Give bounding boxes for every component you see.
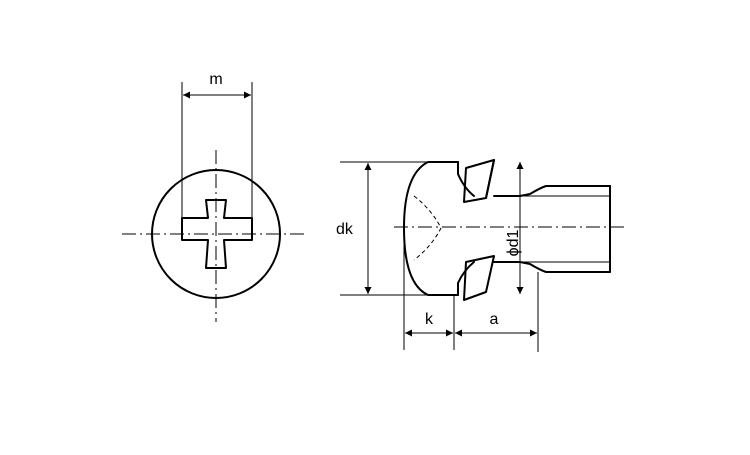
recess-hidden-line <box>413 195 442 261</box>
dk-label: dk <box>336 221 354 238</box>
lower-washer <box>463 255 495 301</box>
a-label: a <box>490 311 499 328</box>
side-view: dk ϕd1 k a <box>336 159 628 352</box>
top-view: m <box>122 71 308 322</box>
m-label: m <box>209 71 222 88</box>
neck-lower <box>457 261 475 296</box>
shank-upper-edge <box>493 185 611 197</box>
k-label: k <box>425 311 434 328</box>
phillips-recess <box>181 199 253 269</box>
shank-lower-edge <box>493 261 611 273</box>
upper-washer-face <box>485 159 495 199</box>
d1-label: ϕd1 <box>505 230 522 257</box>
head-profile <box>403 161 459 296</box>
head-outline-circle <box>151 169 281 299</box>
